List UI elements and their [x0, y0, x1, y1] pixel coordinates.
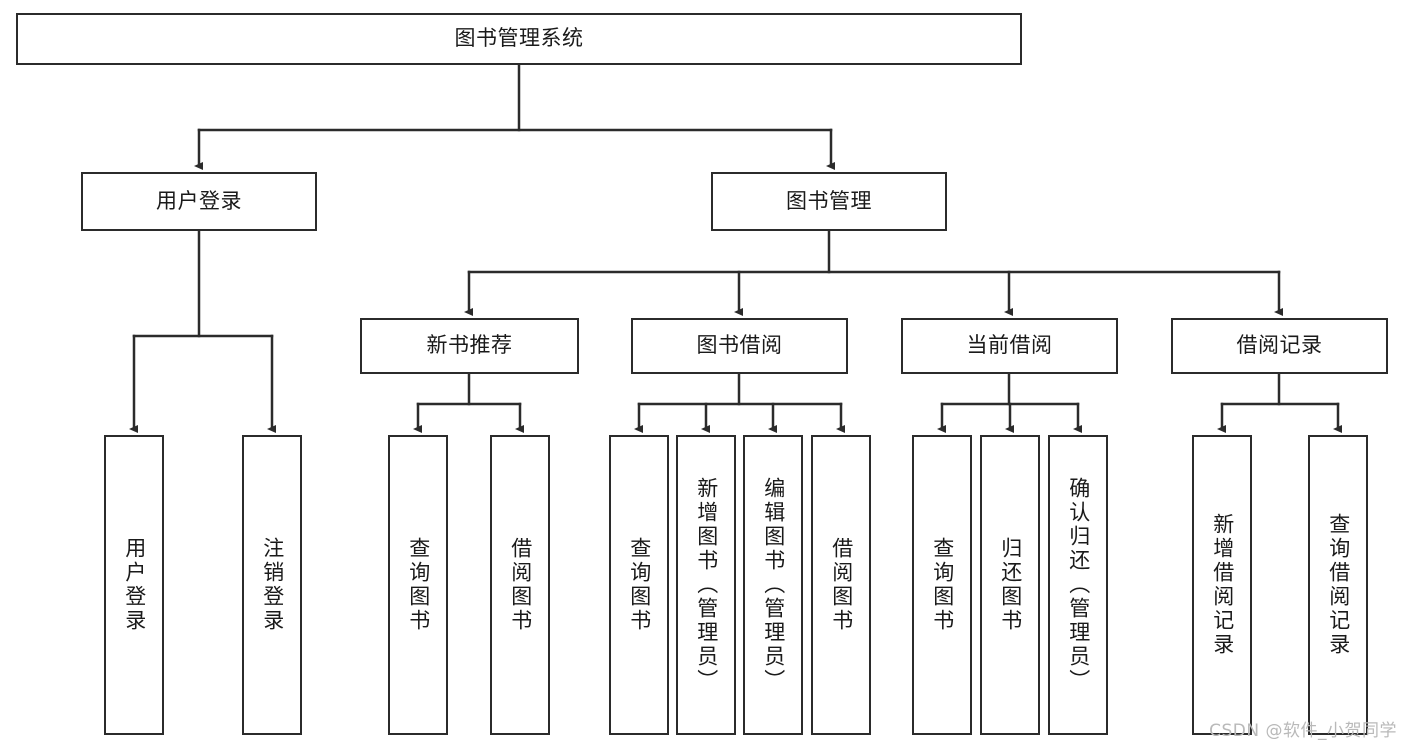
node-current-borrow[interactable]: 当前借阅 [901, 318, 1118, 374]
leaf-query-book-current[interactable]: 查询图书 [912, 435, 972, 735]
leaf-query-book-current-label: 查询图书 [930, 537, 955, 633]
leaf-return-book-label: 归还图书 [998, 537, 1023, 633]
leaf-add-book-admin[interactable]: 新增图书（管理员） [676, 435, 736, 735]
node-borrow-records[interactable]: 借阅记录 [1171, 318, 1388, 374]
leaf-edit-book-admin-label: 编辑图书（管理员） [761, 477, 786, 693]
leaf-add-borrow-record[interactable]: 新增借阅记录 [1192, 435, 1252, 735]
leaf-logout-label: 注销登录 [260, 537, 285, 633]
node-new-book-recommend[interactable]: 新书推荐 [360, 318, 579, 374]
leaf-logout[interactable]: 注销登录 [242, 435, 302, 735]
leaf-query-book-newbook[interactable]: 查询图书 [388, 435, 448, 735]
leaf-query-borrow-record[interactable]: 查询借阅记录 [1308, 435, 1368, 735]
node-current-borrow-label: 当前借阅 [966, 333, 1053, 358]
leaf-add-book-admin-label: 新增图书（管理员） [694, 477, 719, 693]
leaf-query-book-borrow[interactable]: 查询图书 [609, 435, 669, 735]
node-book-borrow-label: 图书借阅 [696, 333, 783, 358]
leaf-query-book-borrow-label: 查询图书 [627, 537, 652, 633]
node-user-login-label: 用户登录 [156, 188, 242, 213]
node-book-borrow[interactable]: 图书借阅 [631, 318, 848, 374]
leaf-user-login[interactable]: 用户登录 [104, 435, 164, 735]
leaf-user-login-label: 用户登录 [122, 537, 147, 633]
leaf-borrow-book-newbook-label: 借阅图书 [508, 537, 533, 633]
node-new-book-recommend-label: 新书推荐 [426, 333, 513, 358]
node-borrow-records-label: 借阅记录 [1236, 333, 1323, 358]
leaf-borrow-book-newbook[interactable]: 借阅图书 [490, 435, 550, 735]
leaf-borrow-book-label: 借阅图书 [829, 537, 854, 633]
csdn-watermark: CSDN @软件_小贺同学 [1209, 721, 1397, 741]
leaf-borrow-book[interactable]: 借阅图书 [811, 435, 871, 735]
leaf-query-borrow-record-label: 查询借阅记录 [1326, 513, 1351, 657]
node-root[interactable]: 图书管理系统 [16, 13, 1022, 65]
leaf-query-book-newbook-label: 查询图书 [406, 537, 431, 633]
leaf-edit-book-admin[interactable]: 编辑图书（管理员） [743, 435, 803, 735]
node-book-management-label: 图书管理 [786, 188, 872, 213]
leaf-return-book[interactable]: 归还图书 [980, 435, 1040, 735]
node-user-login[interactable]: 用户登录 [81, 172, 317, 231]
node-root-label: 图书管理系统 [454, 26, 584, 51]
leaf-confirm-return-admin[interactable]: 确认归还（管理员） [1048, 435, 1108, 735]
leaf-confirm-return-admin-label: 确认归还（管理员） [1066, 477, 1091, 693]
leaf-add-borrow-record-label: 新增借阅记录 [1210, 513, 1235, 657]
node-book-management[interactable]: 图书管理 [711, 172, 947, 231]
